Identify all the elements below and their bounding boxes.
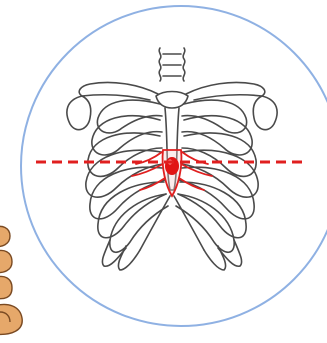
- right-clavicle: [186, 82, 265, 100]
- left-clavicle: [79, 82, 158, 100]
- left-ribs: [86, 100, 168, 270]
- costal-margin: [140, 196, 204, 250]
- hand-fingers-icon: [0, 226, 22, 334]
- compression-point-marker: [165, 157, 179, 175]
- right-ribs: [176, 100, 258, 270]
- cervical-spine: [159, 48, 185, 81]
- manubrium: [156, 92, 188, 109]
- right-shoulder: [253, 96, 277, 130]
- left-shoulder: [67, 96, 91, 130]
